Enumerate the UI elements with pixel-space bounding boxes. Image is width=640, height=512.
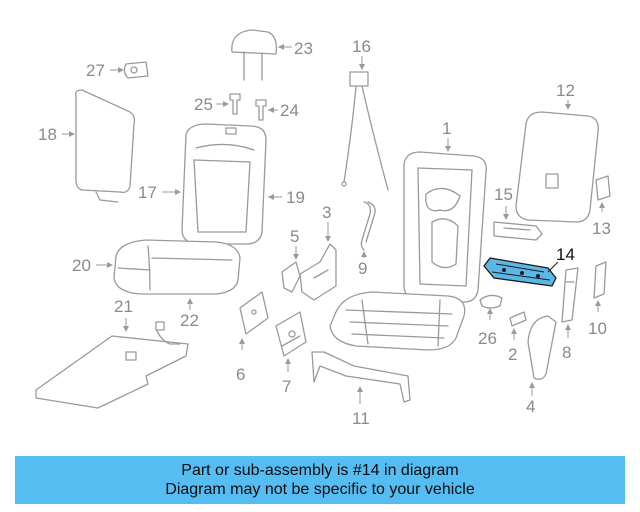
part-5-bracket — [281, 261, 301, 293]
label-3: 3 — [322, 203, 331, 222]
label-20: 20 — [72, 256, 91, 275]
part-19-back-cover — [181, 123, 267, 245]
label-6: 6 — [236, 365, 245, 384]
label-16: 16 — [352, 37, 371, 56]
part-13-latch — [595, 175, 611, 201]
part-4-side-cover — [527, 315, 557, 380]
part-26-cap — [479, 294, 503, 309]
part-23-headrest — [231, 29, 277, 81]
part-9-lever — [360, 201, 376, 251]
part-10-trim-strip — [593, 261, 607, 299]
parts-diagram: 23 27 16 25 24 18 19 — [35, 29, 611, 428]
label-11: 11 — [352, 409, 370, 428]
label-4: 4 — [526, 397, 535, 416]
label-15: 15 — [494, 185, 513, 204]
part-12-back-panel — [515, 111, 599, 223]
label-25: 25 — [194, 95, 213, 114]
part-1-seat-frame — [329, 151, 487, 351]
label-1: 1 — [442, 119, 451, 138]
label-9: 9 — [358, 259, 367, 278]
part-25-guide — [229, 93, 241, 115]
part-3-side-shield — [299, 243, 337, 301]
part-8-rail — [561, 267, 579, 323]
banner-line-1: Part or sub-assembly is #14 in diagram — [181, 462, 459, 479]
part-7-recliner — [275, 311, 307, 357]
part-27-clip — [123, 61, 149, 79]
label-22: 22 — [180, 311, 199, 330]
label-26: 26 — [478, 329, 497, 348]
part-6-side-panel — [239, 291, 269, 335]
label-27: 27 — [86, 61, 105, 80]
part-21-floor-mat — [35, 321, 189, 409]
part-11-lower-shield — [311, 351, 411, 403]
label-13: 13 — [592, 219, 611, 238]
info-banner: Part or sub-assembly is #14 in diagram D… — [15, 456, 625, 504]
label-10: 10 — [588, 319, 607, 338]
part-18-back-panel — [74, 89, 136, 203]
label-14: 14 — [556, 245, 575, 264]
label-2: 2 — [508, 345, 517, 364]
label-24: 24 — [280, 101, 299, 120]
part-24-guide — [255, 99, 267, 121]
part-2-bolt — [509, 311, 527, 327]
label-7: 7 — [282, 377, 291, 396]
banner-line-2: Diagram may not be specific to your vehi… — [165, 481, 475, 498]
part-20-seat-cushion — [113, 239, 241, 295]
label-8: 8 — [562, 343, 571, 362]
label-18: 18 — [38, 125, 57, 144]
label-5: 5 — [290, 227, 299, 246]
label-21: 21 — [114, 297, 133, 316]
part-15-hinge-bar — [493, 221, 543, 241]
part-16-seat-belt — [341, 71, 389, 191]
label-19: 19 — [286, 188, 305, 207]
label-12: 12 — [556, 81, 575, 100]
part-14-bracket-highlighted — [483, 257, 557, 287]
label-17: 17 — [138, 183, 157, 202]
label-23: 23 — [294, 39, 313, 58]
